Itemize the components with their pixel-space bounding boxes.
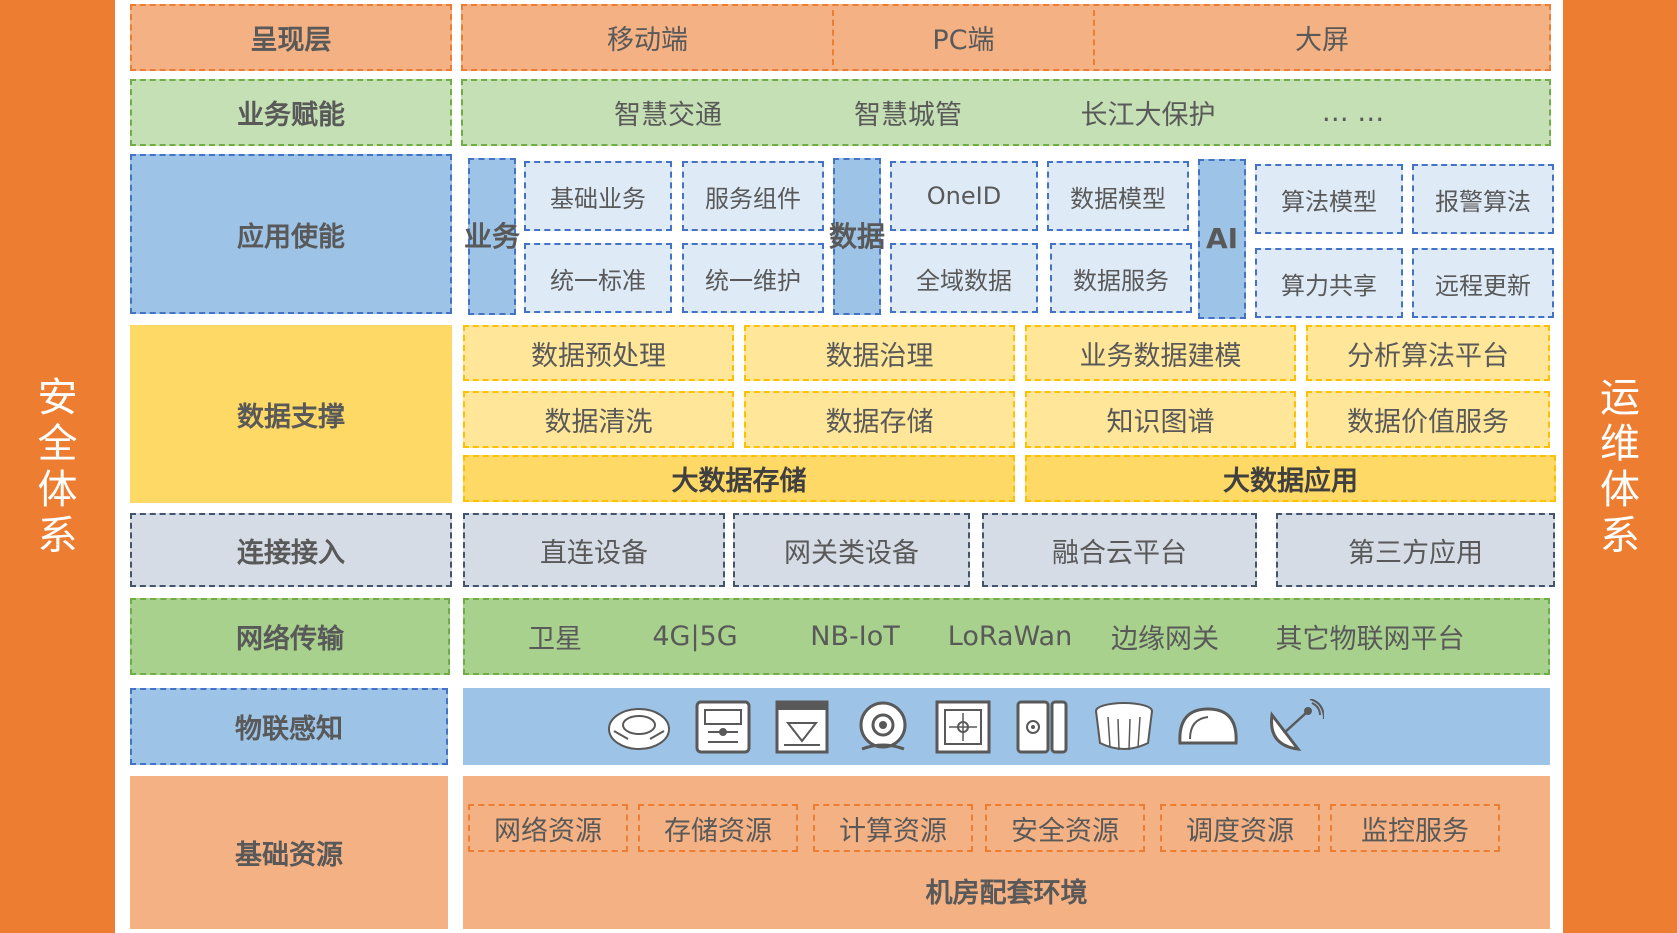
network-layer-box: 卫星 4G|5G NB-IoT LoRaWan 边缘网关 其它物联网平台 bbox=[463, 598, 1550, 675]
application-layer-label: 应用使能 bbox=[130, 154, 452, 314]
business-data-modeling: 业务数据建模 bbox=[1025, 325, 1296, 381]
machine-room-environment: 机房配套环境 bbox=[925, 877, 1088, 909]
iot-layer-label: 物联感知 bbox=[130, 688, 448, 765]
yangtze-protection-item: 长江大保护 bbox=[1080, 100, 1216, 131]
mobile-item: 移动端 bbox=[607, 25, 688, 56]
security-system-bar: 安全体系 bbox=[0, 0, 115, 933]
ai-group-title: AI bbox=[1198, 159, 1246, 319]
sensor-dome-icon bbox=[1092, 699, 1156, 755]
more-item: … … bbox=[1321, 97, 1385, 128]
security-system-label: 安全体系 bbox=[37, 374, 78, 559]
third-party-application: 第三方应用 bbox=[1276, 513, 1555, 587]
operations-system-label: 运维体系 bbox=[1600, 374, 1640, 559]
camera-icon bbox=[852, 699, 914, 755]
app-service-component: 服务组件 bbox=[682, 161, 824, 231]
network-layer-label: 网络传输 bbox=[130, 598, 450, 675]
edge-gateway: 边缘网关 bbox=[1111, 624, 1219, 655]
app-algorithm-model: 算法模型 bbox=[1255, 164, 1403, 234]
iot-layer-box bbox=[463, 688, 1550, 765]
gateway-device: 网关类设备 bbox=[733, 513, 970, 587]
satellite-dish-icon bbox=[1264, 699, 1324, 755]
big-data-application: 大数据应用 bbox=[1025, 455, 1556, 502]
infrastructure-layer-label: 基础资源 bbox=[130, 776, 448, 929]
data-value-service: 数据价值服务 bbox=[1306, 391, 1550, 448]
analytics-algorithm-platform: 分析算法平台 bbox=[1306, 325, 1550, 381]
presentation-layer-box: 移动端 PC端 大屏 bbox=[461, 4, 1551, 71]
divider bbox=[1093, 10, 1095, 65]
smart-city-item: 智慧城管 bbox=[854, 100, 962, 131]
compute-resource: 计算资源 bbox=[813, 804, 973, 852]
app-data-service: 数据服务 bbox=[1050, 243, 1192, 313]
big-screen-item: 大屏 bbox=[1295, 25, 1349, 56]
app-alarm-algorithm: 报警算法 bbox=[1412, 164, 1554, 234]
app-remote-update: 远程更新 bbox=[1412, 248, 1554, 318]
storage-resource: 存储资源 bbox=[638, 804, 798, 852]
smoke-detector-icon bbox=[606, 699, 672, 755]
presentation-layer-label: 呈现层 bbox=[130, 4, 452, 71]
app-unified-standard: 统一标准 bbox=[524, 243, 672, 313]
data-preprocessing: 数据预处理 bbox=[463, 325, 734, 381]
lorawan-network: LoRaWan bbox=[947, 621, 1073, 652]
app-data-model: 数据模型 bbox=[1047, 161, 1189, 231]
security-resource: 安全资源 bbox=[985, 804, 1145, 852]
infrastructure-layer-box: 网络资源 存储资源 计算资源 安全资源 调度资源 监控服务 机房配套环境 bbox=[463, 776, 1550, 929]
pc-item: PC端 bbox=[932, 25, 995, 56]
nb-iot-network: NB-IoT bbox=[810, 621, 900, 652]
app-unified-maintenance: 统一维护 bbox=[682, 243, 824, 313]
app-oneid: OneID bbox=[890, 161, 1038, 231]
other-iot-platform: 其它物联网平台 bbox=[1275, 624, 1465, 655]
data-storage: 数据存储 bbox=[744, 391, 1015, 448]
satellite-network: 卫星 bbox=[528, 624, 582, 655]
access-layer-label: 连接接入 bbox=[130, 513, 452, 587]
divider bbox=[832, 10, 834, 65]
smart-traffic-item: 智慧交通 bbox=[614, 100, 722, 131]
direct-device: 直连设备 bbox=[463, 513, 725, 587]
fusion-cloud-platform: 融合云平台 bbox=[982, 513, 1257, 587]
cellular-network: 4G|5G bbox=[652, 621, 738, 652]
scheduling-resource: 调度资源 bbox=[1160, 804, 1320, 852]
business-layer-box: 智慧交通 智慧城管 长江大保护 … … bbox=[461, 79, 1551, 146]
door-sensor-icon bbox=[1014, 699, 1070, 755]
monitoring-service: 监控服务 bbox=[1330, 804, 1500, 852]
alarm-panel-icon bbox=[934, 699, 992, 755]
app-global-data: 全域数据 bbox=[890, 243, 1038, 313]
data-group-title: 数据 bbox=[829, 158, 885, 315]
business-group-title: 业务 bbox=[464, 158, 520, 315]
data-cleaning: 数据清洗 bbox=[463, 391, 734, 448]
control-panel-icon bbox=[694, 699, 752, 755]
knowledge-graph: 知识图谱 bbox=[1025, 391, 1296, 448]
mouse-sensor-icon bbox=[1174, 699, 1242, 755]
network-resource: 网络资源 bbox=[468, 804, 628, 852]
app-compute-sharing: 算力共享 bbox=[1255, 248, 1403, 318]
data-support-layer-label: 数据支撑 bbox=[130, 325, 452, 503]
data-governance: 数据治理 bbox=[744, 325, 1015, 381]
app-basic-business: 基础业务 bbox=[524, 161, 672, 231]
business-layer-label: 业务赋能 bbox=[130, 79, 452, 146]
fire-hydrant-box-icon bbox=[774, 699, 830, 755]
operations-system-bar: 运维体系 bbox=[1563, 0, 1677, 933]
big-data-storage: 大数据存储 bbox=[463, 455, 1015, 502]
